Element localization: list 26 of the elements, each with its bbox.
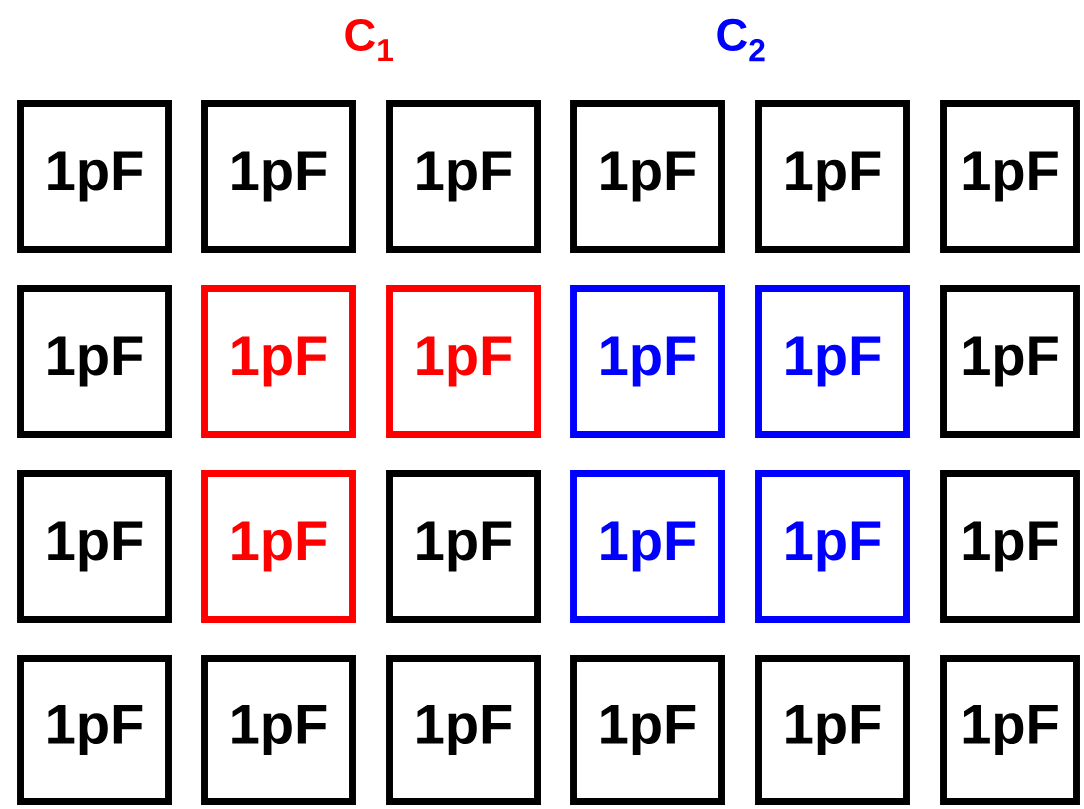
capacitor-box: 1pF (201, 100, 356, 253)
capacitor-box: 1pF (755, 470, 910, 623)
capacitor-box: 1pF (386, 285, 541, 438)
capacitor-box: 1pF (17, 655, 172, 805)
capacitor-box: 1pF (570, 285, 725, 438)
capacitor-box: 1pF (17, 285, 172, 438)
capacitor-box: 1pF (201, 655, 356, 805)
capacitor-box: 1pF (755, 655, 910, 805)
capacitor-box: 1pF (570, 470, 725, 623)
capacitor-label: C$_{1}$ (345, 18, 393, 62)
capacitor-box: 1pF (940, 655, 1080, 805)
capacitor-box: 1pF (940, 100, 1080, 253)
capacitor-box: 1pF (386, 470, 541, 623)
capacitor-box: 1pF (755, 100, 910, 253)
capacitor-box: 1pF (570, 655, 725, 805)
capacitor-box: 1pF (17, 470, 172, 623)
capacitor-box: 1pF (201, 470, 356, 623)
capacitor-box: 1pF (940, 285, 1080, 438)
capacitor-box: 1pF (940, 470, 1080, 623)
capacitor-box: 1pF (386, 100, 541, 253)
capacitor-box: 1pF (17, 100, 172, 253)
capacitor-box: 1pF (201, 285, 356, 438)
capacitor-label: C$_{2}$ (717, 18, 765, 62)
capacitor-box: 1pF (755, 285, 910, 438)
capacitor-box: 1pF (570, 100, 725, 253)
capacitor-box: 1pF (386, 655, 541, 805)
